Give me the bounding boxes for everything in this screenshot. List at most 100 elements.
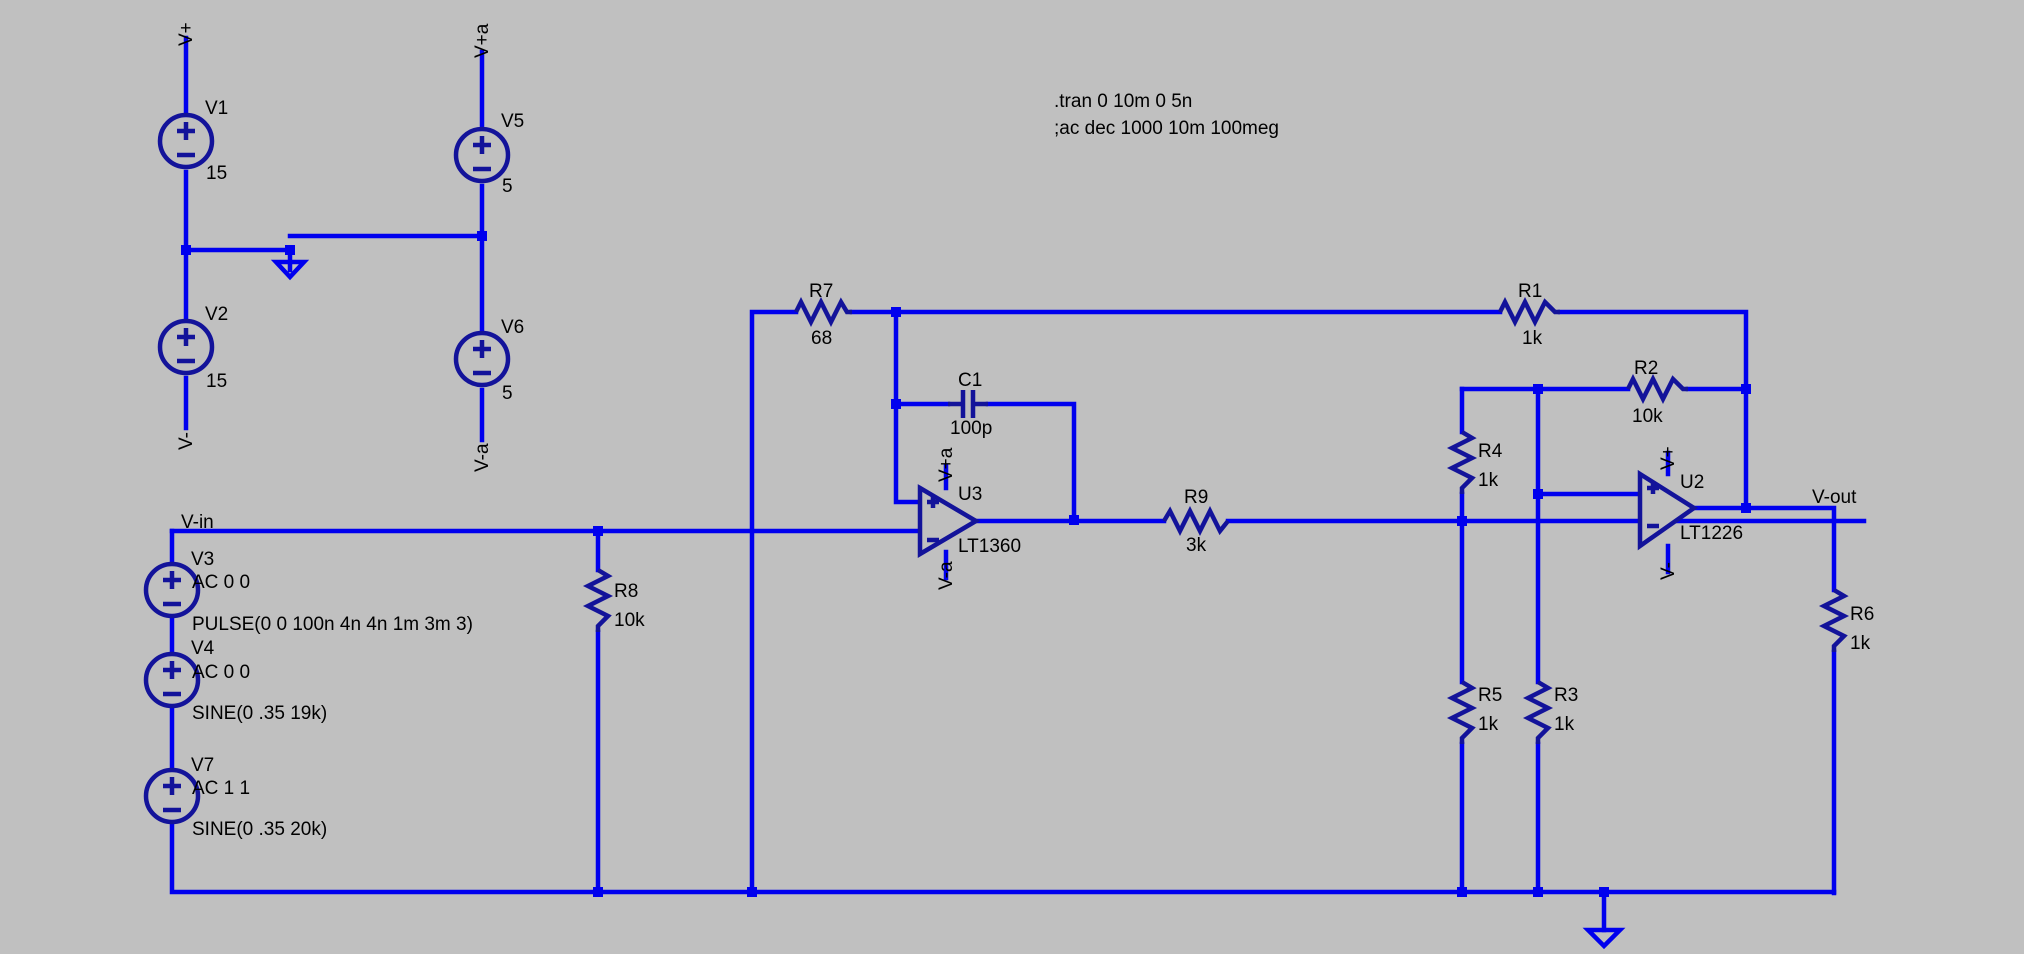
label-v1-name: V1 bbox=[205, 98, 228, 119]
junction-dot bbox=[1533, 384, 1543, 394]
junction-dot bbox=[1533, 887, 1543, 897]
label-r9-name: R9 bbox=[1184, 487, 1208, 508]
junction-dot bbox=[1069, 515, 1079, 525]
resistor-r5[interactable] bbox=[1446, 680, 1478, 744]
net-label-vp: V+ bbox=[176, 22, 197, 46]
voltage-source-v5[interactable] bbox=[453, 126, 511, 184]
resistor-r2[interactable] bbox=[1625, 373, 1688, 405]
label-v6-value: 5 bbox=[502, 383, 513, 404]
voltage-source-v3[interactable] bbox=[143, 561, 201, 619]
net-label-u2-vm: V- bbox=[1658, 562, 1679, 580]
voltage-source-v2[interactable] bbox=[157, 318, 215, 376]
resistor-r7[interactable] bbox=[793, 296, 852, 328]
label-c1-value: 100p bbox=[950, 418, 992, 439]
label-v1-value: 15 bbox=[206, 163, 227, 184]
voltage-source-v1[interactable] bbox=[157, 112, 215, 170]
label-v7-value: SINE(0 .35 20k) bbox=[192, 819, 327, 840]
wire-c1 bbox=[893, 401, 1077, 523]
net-label-u3-vma: V-a bbox=[936, 561, 957, 590]
net-label-u3-vpa: V+a bbox=[936, 447, 957, 482]
wire-source-stack bbox=[169, 528, 1837, 896]
label-r7-name: R7 bbox=[809, 281, 833, 302]
resistor-r1[interactable] bbox=[1497, 296, 1560, 328]
label-r3-name: R3 bbox=[1554, 685, 1578, 706]
label-v7-name: V7 bbox=[191, 755, 214, 776]
junction-dot bbox=[1741, 384, 1751, 394]
label-v3-value: PULSE(0 0 100n 4n 4n 1m 3m 3) bbox=[192, 614, 473, 635]
voltage-source-v6[interactable] bbox=[453, 330, 511, 388]
label-v6-name: V6 bbox=[501, 317, 524, 338]
junction-dot bbox=[1599, 887, 1609, 897]
component-labels: V1 15 V2 15 V5 5 V6 5 V3 AC 0 0 PULSE(0 … bbox=[191, 98, 1874, 840]
label-r7-value: 68 bbox=[811, 328, 832, 349]
label-v4-ac: AC 0 0 bbox=[192, 662, 250, 683]
label-r1-name: R1 bbox=[1518, 281, 1542, 302]
net-labels: V+ V- V+a V-a V+a V-a V+ V- V-in V-out bbox=[176, 22, 1857, 590]
directive-ac: ;ac dec 1000 10m 100meg bbox=[1054, 118, 1279, 139]
label-u2-value: LT1226 bbox=[1680, 523, 1743, 544]
label-r4-value: 1k bbox=[1478, 470, 1499, 491]
resistor-r9[interactable] bbox=[1162, 505, 1230, 537]
wire-feedback-top bbox=[893, 309, 1749, 513]
label-v4-value: SINE(0 .35 19k) bbox=[192, 703, 327, 724]
net-label-u2-vp: V+ bbox=[1658, 446, 1679, 470]
ground-symbol-supply bbox=[270, 259, 310, 281]
label-v4-name: V4 bbox=[191, 638, 215, 659]
directives: .tran 0 10m 0 5n ;ac dec 1000 10m 100meg bbox=[1054, 91, 1279, 139]
ground-symbol-main bbox=[1582, 927, 1626, 950]
label-u3-value: LT1360 bbox=[958, 536, 1021, 557]
junction-dot bbox=[181, 245, 191, 255]
label-r8-name: R8 bbox=[614, 581, 638, 602]
label-v5-name: V5 bbox=[501, 111, 524, 132]
label-v2-value: 15 bbox=[206, 371, 227, 392]
junction-dot bbox=[593, 887, 603, 897]
directive-tran: .tran 0 10m 0 5n bbox=[1054, 91, 1192, 112]
junction-dot bbox=[1741, 503, 1751, 513]
resistor-r6[interactable] bbox=[1818, 588, 1850, 652]
wire-u3-inv bbox=[893, 309, 923, 505]
resistor-r4[interactable] bbox=[1446, 430, 1478, 494]
label-r5-name: R5 bbox=[1478, 685, 1502, 706]
junction-dot bbox=[1533, 489, 1543, 499]
label-r8-value: 10k bbox=[614, 610, 645, 631]
net-label-vpa: V+a bbox=[472, 23, 493, 58]
capacitor-c1[interactable] bbox=[948, 390, 988, 418]
junctions bbox=[181, 231, 1751, 897]
opamp-u3[interactable] bbox=[917, 484, 981, 558]
label-v5-value: 5 bbox=[502, 176, 513, 197]
label-u2-name: U2 bbox=[1680, 472, 1704, 493]
wire-r7 bbox=[749, 309, 899, 895]
resistor-r8[interactable] bbox=[582, 568, 614, 632]
label-u3-name: U3 bbox=[958, 484, 982, 505]
junction-dot bbox=[747, 887, 757, 897]
label-r6-name: R6 bbox=[1850, 604, 1874, 625]
voltage-source-v7[interactable] bbox=[143, 767, 201, 825]
voltage-source-v4[interactable] bbox=[143, 651, 201, 709]
wires bbox=[169, 35, 1867, 933]
label-r9-value: 3k bbox=[1186, 535, 1207, 556]
label-v3-name: V3 bbox=[191, 549, 214, 570]
label-r3-value: 1k bbox=[1554, 714, 1575, 735]
wire-vout bbox=[1691, 505, 1837, 895]
junction-dot bbox=[891, 399, 901, 409]
opamp-u2[interactable] bbox=[1637, 469, 1699, 551]
net-label-vm: V- bbox=[176, 432, 197, 450]
junction-dot bbox=[891, 307, 901, 317]
junction-dot bbox=[477, 231, 487, 241]
label-c1-name: C1 bbox=[958, 370, 982, 391]
net-label-vout: V-out bbox=[1812, 487, 1857, 508]
junction-dot bbox=[1457, 887, 1467, 897]
label-v2-name: V2 bbox=[205, 304, 228, 325]
junction-dot bbox=[593, 526, 603, 536]
label-r6-value: 1k bbox=[1850, 633, 1871, 654]
label-r5-value: 1k bbox=[1478, 714, 1499, 735]
resistor-r3[interactable] bbox=[1522, 680, 1554, 744]
junction-dot bbox=[285, 245, 295, 255]
label-r2-name: R2 bbox=[1634, 358, 1658, 379]
label-r1-value: 1k bbox=[1522, 328, 1543, 349]
net-label-vin: V-in bbox=[181, 512, 214, 533]
net-label-vma: V-a bbox=[472, 443, 493, 472]
label-r2-value: 10k bbox=[1632, 406, 1663, 427]
label-v7-ac: AC 1 1 bbox=[192, 778, 250, 799]
